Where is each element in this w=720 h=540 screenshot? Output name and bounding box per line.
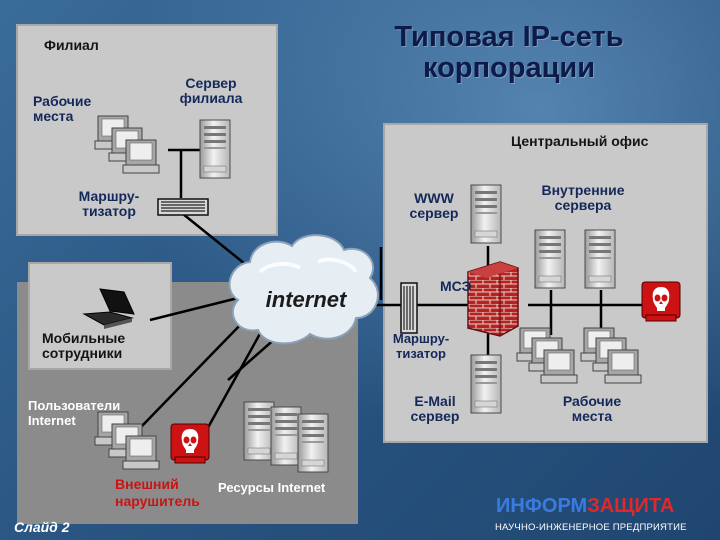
internet-users-line2: Internet — [28, 413, 76, 428]
external-attacker-line1: Внешний — [115, 476, 179, 492]
branch-server-line2: филиала — [179, 90, 243, 106]
mobile-users-line1: Мобильные — [42, 330, 126, 346]
mobile-users-label: Мобильные сотрудники — [42, 331, 125, 361]
www-server-icon — [470, 184, 502, 244]
internet-resources-label: Ресурсы Internet — [218, 480, 326, 495]
central-router-icon — [400, 282, 418, 334]
central-workstations-right-icon — [580, 327, 642, 384]
branch-workstations-line1: Рабочие — [33, 93, 92, 109]
branch-server-line1: Сервер — [185, 75, 237, 91]
branch-workstations-line2: места — [33, 108, 74, 124]
branch-workstations-label: Рабочие места — [33, 94, 91, 124]
central-workstations-line2: места — [571, 408, 613, 424]
email-server-line1: E-Mail — [414, 393, 456, 409]
internet-users-label: Пользователи Internet — [28, 398, 120, 428]
slide-title: Типовая IP-сеть корпорации — [378, 22, 640, 84]
central-workstations-line1: Рабочие — [562, 393, 622, 409]
branch-router-icon — [157, 198, 209, 216]
branch-router-label: Маршру- тизатор — [64, 189, 154, 219]
internet-resources-icon — [243, 401, 329, 473]
brand-subtitle: НАУЧНО-ИНЖЕНЕРНОЕ ПРЕДПРИЯТИЕ — [495, 522, 687, 533]
branch-title: Филиал — [44, 37, 99, 53]
internal-servers-line1: Внутренние — [541, 182, 625, 198]
central-office-title: Центральный офис — [511, 133, 649, 149]
branch-workstations-icon — [94, 115, 160, 174]
branch-panel — [16, 24, 278, 236]
central-attacker-icon — [641, 281, 681, 322]
central-router-line1: Маршру- — [392, 331, 450, 346]
brand-logo: ИНФОРМЗАЩИТА — [496, 495, 674, 518]
internal-servers-line2: сервера — [554, 197, 612, 213]
email-server-line2: сервер — [410, 408, 460, 424]
central-router-label: Маршру- тизатор — [382, 331, 460, 361]
laptop-icon — [82, 288, 135, 329]
internet-users-line1: Пользователи — [28, 398, 121, 413]
www-server-label: WWW сервер — [398, 191, 470, 221]
internet-cloud-label: internet — [265, 287, 347, 312]
internal-servers-label: Внутренние сервера — [528, 183, 638, 213]
mobile-users-line2: сотрудники — [42, 345, 123, 361]
firewall-label: МСЭ — [440, 278, 472, 294]
slide-title-line1: Типовая IP-сеть — [394, 21, 624, 53]
email-server-icon — [470, 354, 502, 414]
external-attacker-line2: нарушитель — [115, 493, 200, 509]
email-server-label: E-Mail сервер — [398, 394, 472, 424]
firewall-icon — [467, 261, 519, 337]
internal-server-2-icon — [584, 229, 616, 289]
internal-server-1-icon — [534, 229, 566, 289]
slide-title-line2: корпорации — [422, 52, 596, 84]
branch-server-icon — [199, 119, 231, 179]
branch-router-line1: Маршру- — [78, 188, 140, 204]
branch-server-label: Сервер филиала — [166, 76, 256, 106]
www-server-line1: WWW — [414, 190, 454, 206]
central-workstations-label: Рабочие места — [548, 394, 636, 424]
brand-logo-part2: ЗАЩИТА — [587, 495, 675, 517]
internet-cloud-icon — [228, 234, 379, 345]
external-attacker-icon — [170, 423, 210, 464]
slide-number: Слайд 2 — [14, 519, 70, 535]
external-attacker-label: Внешний нарушитель — [115, 476, 200, 510]
branch-router-line2: тизатор — [82, 203, 136, 219]
central-workstations-left-icon — [516, 327, 578, 384]
www-server-line2: сервер — [409, 205, 459, 221]
central-router-line2: тизатор — [396, 346, 446, 361]
brand-logo-part1: ИНФОРМ — [496, 495, 588, 517]
